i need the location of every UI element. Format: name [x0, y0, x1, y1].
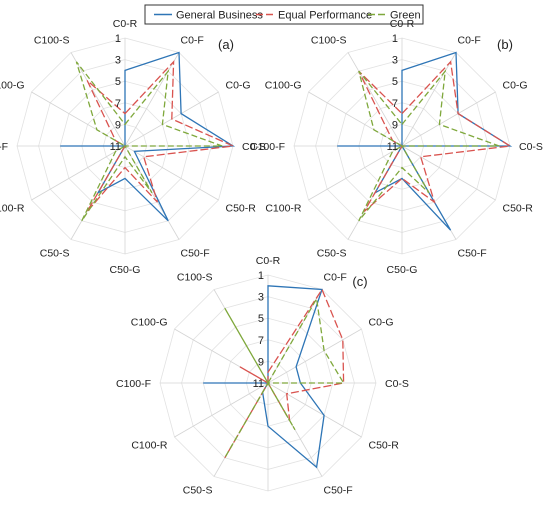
- spoke-1: [124, 52, 180, 147]
- radial-tick-label-0: 1: [115, 33, 121, 45]
- axis-label-C100-S: C100-S: [311, 35, 347, 47]
- radial-tick-label-1: 3: [258, 292, 264, 304]
- series-1-line: [358, 60, 512, 212]
- spoke-8: [308, 145, 403, 201]
- axis-label-C50-S: C50-S: [40, 248, 70, 260]
- spoke-2: [267, 328, 362, 384]
- axis-label-C0-R: C0-R: [390, 18, 415, 30]
- spoke-11: [70, 52, 126, 147]
- axis-label-C0-F: C0-F: [324, 272, 347, 284]
- axis-label-C100-R: C100-R: [131, 440, 168, 452]
- spoke-4: [401, 145, 496, 201]
- axis-label-C100-R: C100-R: [0, 203, 25, 215]
- radial-tick-label-1: 3: [115, 55, 121, 67]
- axis-label-C50-G: C50-G: [387, 264, 418, 276]
- axis-label-C0-G: C0-G: [369, 317, 394, 329]
- axis-label-C0-F: C0-F: [458, 35, 481, 47]
- series-2-line: [358, 69, 500, 222]
- series-2-line: [224, 296, 345, 459]
- spoke-2: [401, 91, 496, 147]
- axis-label-C100-F: C100-F: [250, 141, 285, 153]
- radar-panel-1: 1357911C0-RC0-FC0-GC0-SC50-RC50-FC50-GC5…: [250, 18, 543, 276]
- axis-label-C0-F: C0-F: [181, 35, 204, 47]
- radial-tick-label-1: 3: [392, 55, 398, 67]
- spoke-8: [174, 382, 269, 438]
- spoke-1: [401, 52, 457, 147]
- spoke-4: [124, 145, 219, 201]
- radial-tick-label-3: 7: [392, 98, 398, 110]
- legend-label-2: Green: [390, 10, 421, 22]
- radar-panel-2: 1357911C0-RC0-FC0-GC0-SC50-RC50-FC50-GC5…: [116, 255, 409, 506]
- axis-label-C100-F: C100-F: [0, 141, 8, 153]
- spoke-1: [267, 289, 323, 384]
- panel-label: (c): [352, 274, 367, 289]
- axis-label-C50-F: C50-F: [324, 485, 353, 497]
- legend-label-1: Equal Performance: [278, 10, 372, 22]
- spoke-11: [347, 52, 403, 147]
- axis-label-C100-F: C100-F: [116, 378, 151, 390]
- radial-tick-label-4: 9: [392, 119, 398, 131]
- radial-tick-label-5: 11: [253, 378, 264, 390]
- axis-label-C50-S: C50-S: [183, 485, 213, 497]
- radial-tick-label-3: 7: [258, 335, 264, 347]
- axis-label-C50-F: C50-F: [181, 248, 210, 260]
- axis-label-C100-R: C100-R: [265, 203, 302, 215]
- axis-label-C50-R: C50-R: [503, 203, 534, 215]
- axis-label-C100-G: C100-G: [0, 80, 25, 92]
- axis-label-C50-S: C50-S: [317, 248, 347, 260]
- series-1-line: [86, 60, 236, 212]
- legend: General Business Equal Performance Green: [144, 4, 424, 25]
- panel-label: (b): [497, 37, 513, 52]
- panel-label: (a): [218, 37, 234, 52]
- axis-label-C100-S: C100-S: [177, 272, 213, 284]
- axis-label-C100-S: C100-S: [34, 35, 70, 47]
- radial-tick-label-4: 9: [115, 119, 121, 131]
- radial-tick-label-5: 11: [110, 141, 121, 153]
- axis-label-C0-S: C0-S: [242, 141, 266, 153]
- radial-tick-label-2: 5: [392, 76, 398, 88]
- radial-tick-label-3: 7: [115, 98, 121, 110]
- radial-tick-label-2: 5: [258, 313, 264, 325]
- axis-label-C0-S: C0-S: [519, 141, 543, 153]
- spoke-4: [267, 382, 362, 438]
- axis-label-C0-G: C0-G: [226, 80, 251, 92]
- axis-label-C0-R: C0-R: [113, 18, 138, 30]
- legend-label-0: General Business: [176, 10, 263, 22]
- axis-label-C50-R: C50-R: [369, 440, 400, 452]
- axis-label-C50-F: C50-F: [458, 248, 487, 260]
- radial-tick-label-5: 11: [387, 141, 398, 153]
- axis-label-C100-G: C100-G: [131, 317, 168, 329]
- axis-label-C0-R: C0-R: [256, 255, 281, 267]
- axis-label-C50-G: C50-G: [110, 264, 141, 276]
- series-0-line: [337, 51, 513, 231]
- series-0-line: [203, 285, 325, 469]
- spoke-10: [308, 91, 403, 147]
- radial-tick-label-4: 9: [258, 356, 264, 368]
- radial-tick-label-2: 5: [115, 76, 121, 88]
- radial-tick-label-0: 1: [392, 33, 398, 45]
- radar-panel-0: 1 3 5 7 9 11 C0-R C0-F C0-G C0-S C50-R C50-F C50-G C5…: [0, 18, 266, 276]
- radial-tick-label-0: 1: [258, 270, 264, 282]
- axis-label-C50-R: C50-R: [226, 203, 257, 215]
- spoke-8: [31, 145, 126, 201]
- spoke-10: [31, 91, 126, 147]
- axis-label-C0-G: C0-G: [503, 80, 528, 92]
- series-2-line: [75, 61, 223, 222]
- axis-label-C0-S: C0-S: [385, 378, 409, 390]
- legend-box: [144, 4, 424, 25]
- series-0-line: [60, 51, 236, 222]
- axis-label-C100-G: C100-G: [265, 80, 302, 92]
